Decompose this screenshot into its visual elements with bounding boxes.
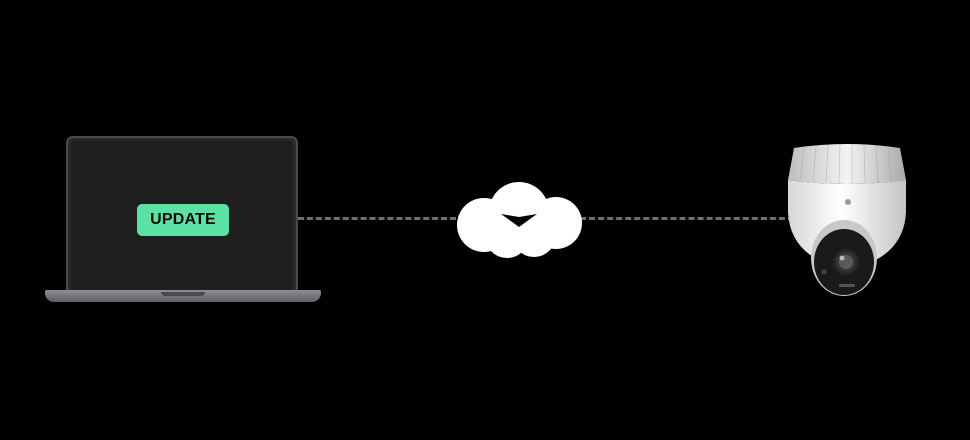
dome-camera-icon <box>788 143 906 296</box>
connector-laptop-to-cloud <box>298 217 456 220</box>
laptop-notch <box>161 292 205 296</box>
cloud-icon <box>457 182 582 258</box>
update-button[interactable]: UPDATE <box>137 204 229 236</box>
chevron-logo-icon <box>501 214 537 227</box>
connector-cloud-to-camera <box>580 217 794 220</box>
laptop-base <box>45 290 321 302</box>
